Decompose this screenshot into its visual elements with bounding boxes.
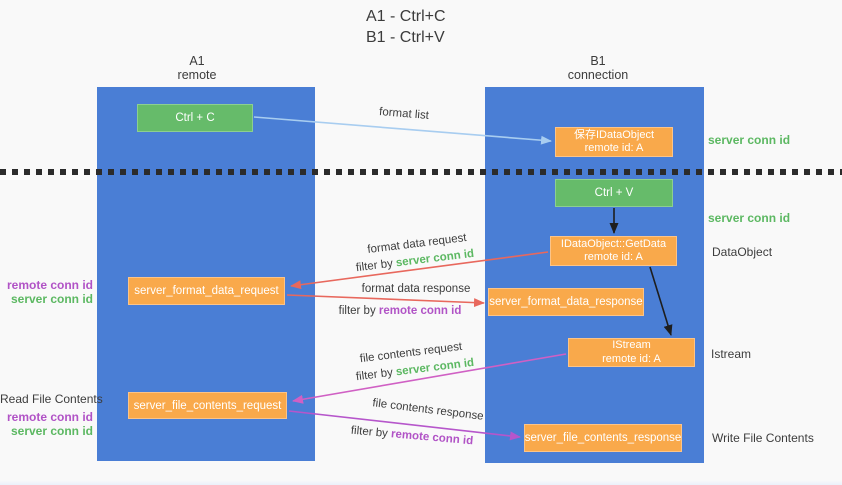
lane-header-a1: A1 remote — [137, 54, 257, 82]
annotation-write-file-contents: Write File Contents — [712, 431, 814, 445]
annotation-read-file-contents: Read File Contents — [0, 392, 103, 406]
lane-b1-role: connection — [567, 68, 629, 82]
filter-by-text: filter by — [355, 366, 394, 384]
annotation-remote-conn-id-2: remote conn id — [6, 410, 93, 424]
msg-filter-by-remote-conn-id-2: filter by remote conn id — [350, 425, 473, 448]
filter-by-text: filter by — [355, 257, 394, 275]
node-server-file-contents-request-label: server_file_contents_request — [133, 399, 282, 412]
arrow-format-data-response — [286, 294, 485, 308]
node-ctrl-c: Ctrl + C — [137, 104, 253, 132]
node-server-file-contents-request: server_file_contents_request — [128, 392, 287, 419]
remote-conn-id-text: remote conn id — [378, 305, 462, 317]
filter-by-text: filter by — [350, 424, 389, 440]
node-istream-line2: remote id: A — [602, 352, 661, 365]
server-conn-id-text: server conn id — [395, 356, 475, 379]
node-save-idataobject-line1: 保存IDataObject — [573, 128, 655, 141]
msg-filter-by-remote-conn-id-1: filter by remote conn id — [339, 305, 462, 317]
bottom-fade — [0, 480, 842, 485]
title-line-b1: B1 - Ctrl+V — [366, 29, 445, 46]
msg-file-contents-response: file contents response — [371, 397, 485, 423]
msg-format-list: format list — [378, 106, 430, 122]
node-server-format-data-request: server_format_data_request — [128, 277, 285, 305]
node-istream: IStream remote id: A — [568, 338, 695, 367]
annotation-server-conn-id-mid: server conn id — [708, 211, 791, 225]
diagram-title: A1 - Ctrl+C B1 - Ctrl+V — [366, 6, 446, 48]
node-ctrl-v: Ctrl + V — [555, 179, 673, 207]
node-idataobject-getdata-line1: IDataObject::GetData — [560, 237, 667, 250]
node-server-format-data-request-label: server_format_data_request — [134, 285, 279, 297]
annotation-server-conn-id-top: server conn id — [708, 133, 791, 147]
machine-boundary-dotted-line — [0, 169, 842, 175]
annotation-left-server-conn-id-2: server conn id — [10, 424, 93, 438]
annotation-dataobject: DataObject — [712, 245, 773, 259]
remote-conn-id-text: remote conn id — [390, 428, 474, 448]
msg-format-data-response: format data response — [361, 283, 471, 295]
node-idataobject-getdata-line2: remote id: A — [584, 251, 643, 263]
node-save-idataobject: 保存IDataObject remote id: A — [555, 127, 673, 157]
lane-header-b1: B1 connection — [538, 54, 658, 82]
node-save-idataobject-line2: remote id: A — [584, 142, 644, 154]
node-server-format-data-response: server_format_data_response — [488, 288, 644, 316]
node-istream-line1: IStream — [612, 339, 651, 351]
node-server-file-contents-response: server_file_contents_response — [524, 424, 682, 452]
title-line-a1: A1 - Ctrl+C — [366, 8, 446, 25]
annotation-left-server-conn-id-1: server conn id — [10, 292, 93, 306]
lane-a1-role: remote — [177, 68, 217, 82]
annotation-istream: Istream — [711, 347, 752, 361]
filter-by-text: filter by — [338, 305, 376, 317]
lane-b1-name: B1 — [590, 54, 606, 68]
node-server-file-contents-response-label: server_file_contents_response — [524, 432, 682, 444]
node-idataobject-getdata: IDataObject::GetData remote id: A — [550, 236, 677, 266]
lane-a1-name: A1 — [189, 54, 205, 68]
node-ctrl-c-label: Ctrl + C — [175, 112, 215, 124]
node-ctrl-v-label: Ctrl + V — [594, 187, 634, 199]
node-server-format-data-response-label: server_format_data_response — [489, 296, 643, 308]
annotation-remote-conn-id-1: remote conn id — [6, 278, 93, 292]
